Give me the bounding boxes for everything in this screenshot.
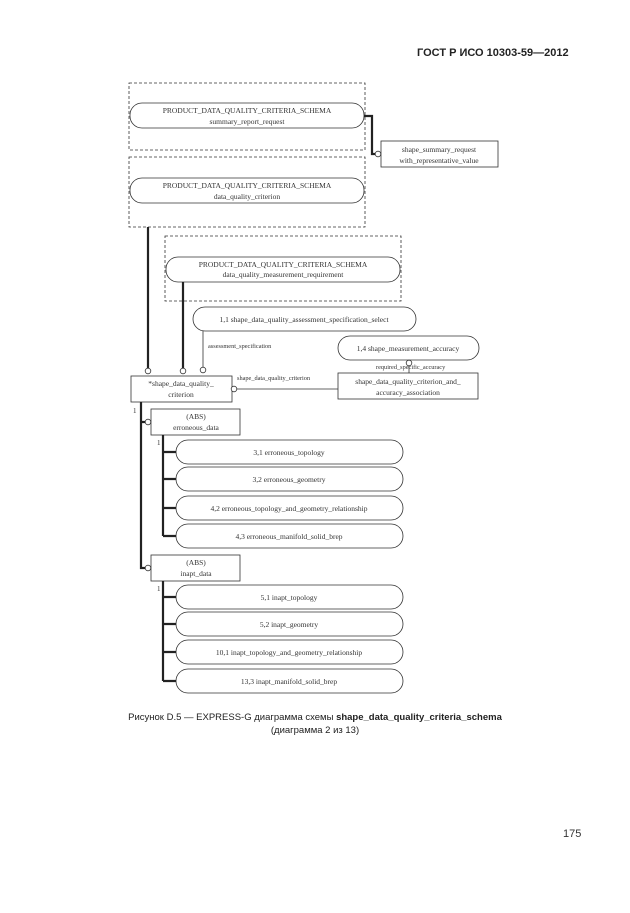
caption-line-1: Рисунок D.5 — EXPRESS-G диаграмма схемы …	[90, 711, 540, 724]
page-ref-inapt-geometry: 5,2 inapt_geometry	[260, 620, 319, 629]
entity-criterion-line2: criterion	[168, 390, 194, 399]
page-ref-assessment-select: 1,1 shape_data_quality_assessment_specif…	[219, 315, 389, 324]
subtype-tree-inapt-children	[161, 581, 176, 683]
schema-frame-measurement-requirement	[164, 235, 402, 302]
circle-select-bottom	[199, 366, 207, 374]
schema-ref-measurement-requirement-box	[165, 256, 401, 283]
entity-association-line1: shape_data_quality_criterion_and_	[355, 377, 461, 386]
page-ref-erroneous-topology: 3,1 erroneous_topology	[253, 448, 324, 457]
subtype-tree-erroneous-children	[161, 435, 176, 538]
caption-schema-name: shape_data_quality_criteria_schema	[336, 712, 502, 723]
page-ref-inapt-brep: 13,3 inapt_manifold_solid_brep	[241, 677, 337, 686]
schema-ref-2-title: PRODUCT_DATA_QUALITY_CRITERIA_SCHEMA	[163, 181, 332, 190]
cardinality-one-c: 1	[157, 585, 161, 593]
attr-shape-data-quality-criterion: shape_data_quality_criterion	[237, 375, 311, 382]
entity-criterion-line1: *shape_data_quality_	[148, 379, 214, 388]
entity-association-line2: accuracy_association	[376, 388, 440, 397]
circle-erroneous-left	[144, 418, 152, 426]
page-ref-measurement-accuracy: 1,4 shape_measurement_accuracy	[357, 344, 460, 353]
schema-ref-3-name: data_quality_measurement_requirement	[223, 270, 345, 279]
entity-inapt-line1: (ABS)	[186, 558, 206, 567]
page-ref-assessment-select-box	[192, 306, 417, 332]
schema-ref-data-quality-criterion-box	[129, 177, 365, 204]
page-ref-erroneous-brep: 4,3 erroneous_manifold_solid_brep	[235, 532, 342, 541]
entity-erroneous-line2: erroneous_data	[173, 423, 219, 432]
schema-frame-summary-report-request	[128, 82, 366, 151]
circle-criterion-top-right	[179, 367, 187, 375]
attr-required-specific-accuracy: required_specific_accuracy	[376, 364, 446, 371]
schema-ref-1-title: PRODUCT_DATA_QUALITY_CRITERIA_SCHEMA	[163, 106, 332, 115]
caption-prefix: Рисунок D.5 — EXPRESS-G диаграмма схемы	[128, 712, 337, 723]
circle-inapt-left	[144, 564, 152, 572]
schema-ref-2-name: data_quality_criterion	[214, 192, 280, 201]
schema-ref-1-name: summary_report_request	[210, 117, 286, 126]
entity-erroneous-line1: (ABS)	[186, 412, 206, 421]
page-number: 175	[563, 828, 582, 840]
entity-inapt-line2: inapt_data	[180, 569, 212, 578]
subtype-line-summary-request	[364, 114, 377, 156]
circle-criterion-right	[230, 385, 238, 393]
schema-ref-3-title: PRODUCT_DATA_QUALITY_CRITERIA_SCHEMA	[199, 260, 368, 269]
entity-association-box	[337, 372, 479, 400]
cardinality-one-a: 1	[133, 407, 137, 415]
circle-criterion-top-left	[144, 367, 152, 375]
schema-frame-data-quality-criterion	[128, 156, 366, 228]
subtype-tree-erroneous-inapt	[139, 402, 147, 570]
page-ref-erroneous-relationship: 4,2 erroneous_topology_and_geometry_rela…	[210, 504, 367, 513]
page-ref-erroneous-geometry: 3,2 erroneous_geometry	[253, 475, 326, 484]
circle-summary-request	[374, 150, 382, 158]
standard-reference: ГОСТ Р ИСО 10303-59—2012	[417, 47, 569, 59]
circle-accuracy-bottom	[405, 359, 413, 367]
entity-summary-request-line2: with_representative_value	[399, 156, 479, 165]
entity-summary-request-line1: shape_summary_request	[402, 145, 477, 154]
figure-caption: Рисунок D.5 — EXPRESS-G диаграмма схемы …	[90, 711, 540, 737]
page-ref-inapt-topology: 5,1 inapt_topology	[261, 593, 318, 602]
cardinality-one-b: 1	[157, 439, 161, 447]
attr-assessment-specification: assessment_specification	[208, 343, 272, 350]
page-ref-inapt-relationship: 10,1 inapt_topology_and_geometry_relatio…	[216, 648, 362, 657]
caption-line-2: (диаграмма 2 из 13)	[270, 725, 360, 736]
